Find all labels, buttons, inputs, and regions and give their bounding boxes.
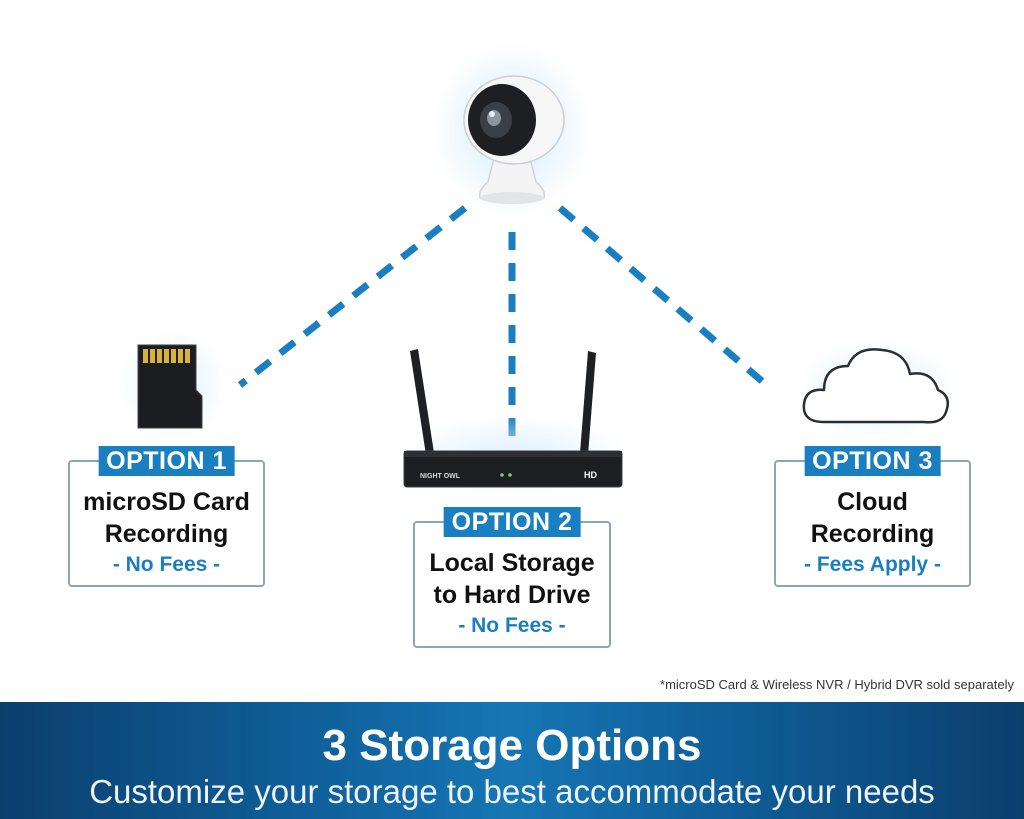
- link-camera-microsd: [237, 205, 468, 388]
- microsd-card-icon: [118, 330, 228, 440]
- cloud-icon: [796, 338, 956, 440]
- option-1-title: microSD Card Recording: [83, 488, 250, 548]
- connection-lines: [237, 205, 773, 440]
- nvr-router-icon: NIGHT OWL HD: [398, 349, 628, 495]
- option-1-fee: - No Fees -: [112, 553, 221, 576]
- option-2-box: OPTION 2 Local Storage to Hard Drive - N…: [413, 507, 611, 648]
- option-3-box: OPTION 3 Cloud Recording - Fees Apply -: [774, 446, 971, 587]
- option-1-tag: OPTION 1: [98, 446, 235, 476]
- link-camera-cloud: [557, 205, 773, 391]
- footnote: *microSD Card & Wireless NVR / Hybrid DV…: [660, 677, 1014, 692]
- camera-icon: [432, 42, 592, 218]
- option-3-title: Cloud Recording: [810, 488, 935, 548]
- option-2-tag: OPTION 2: [443, 507, 581, 537]
- option-2-title: Local Storage to Hard Drive: [429, 549, 595, 609]
- option-2-fee: - No Fees -: [458, 614, 566, 637]
- banner-subtitle: Customize your storage to best accommoda…: [89, 773, 935, 810]
- option-3-tag: OPTION 3: [804, 446, 941, 476]
- bottom-banner: 3 Storage Options Customize your storage…: [0, 702, 1024, 819]
- nvr-brand-label: NIGHT OWL: [420, 473, 461, 480]
- option-3-fee: - Fees Apply -: [804, 553, 941, 576]
- banner-title: 3 Storage Options: [322, 721, 702, 770]
- nvr-model-label: HD: [584, 470, 597, 480]
- option-1-box: OPTION 1 microSD Card Recording - No Fee…: [68, 446, 265, 587]
